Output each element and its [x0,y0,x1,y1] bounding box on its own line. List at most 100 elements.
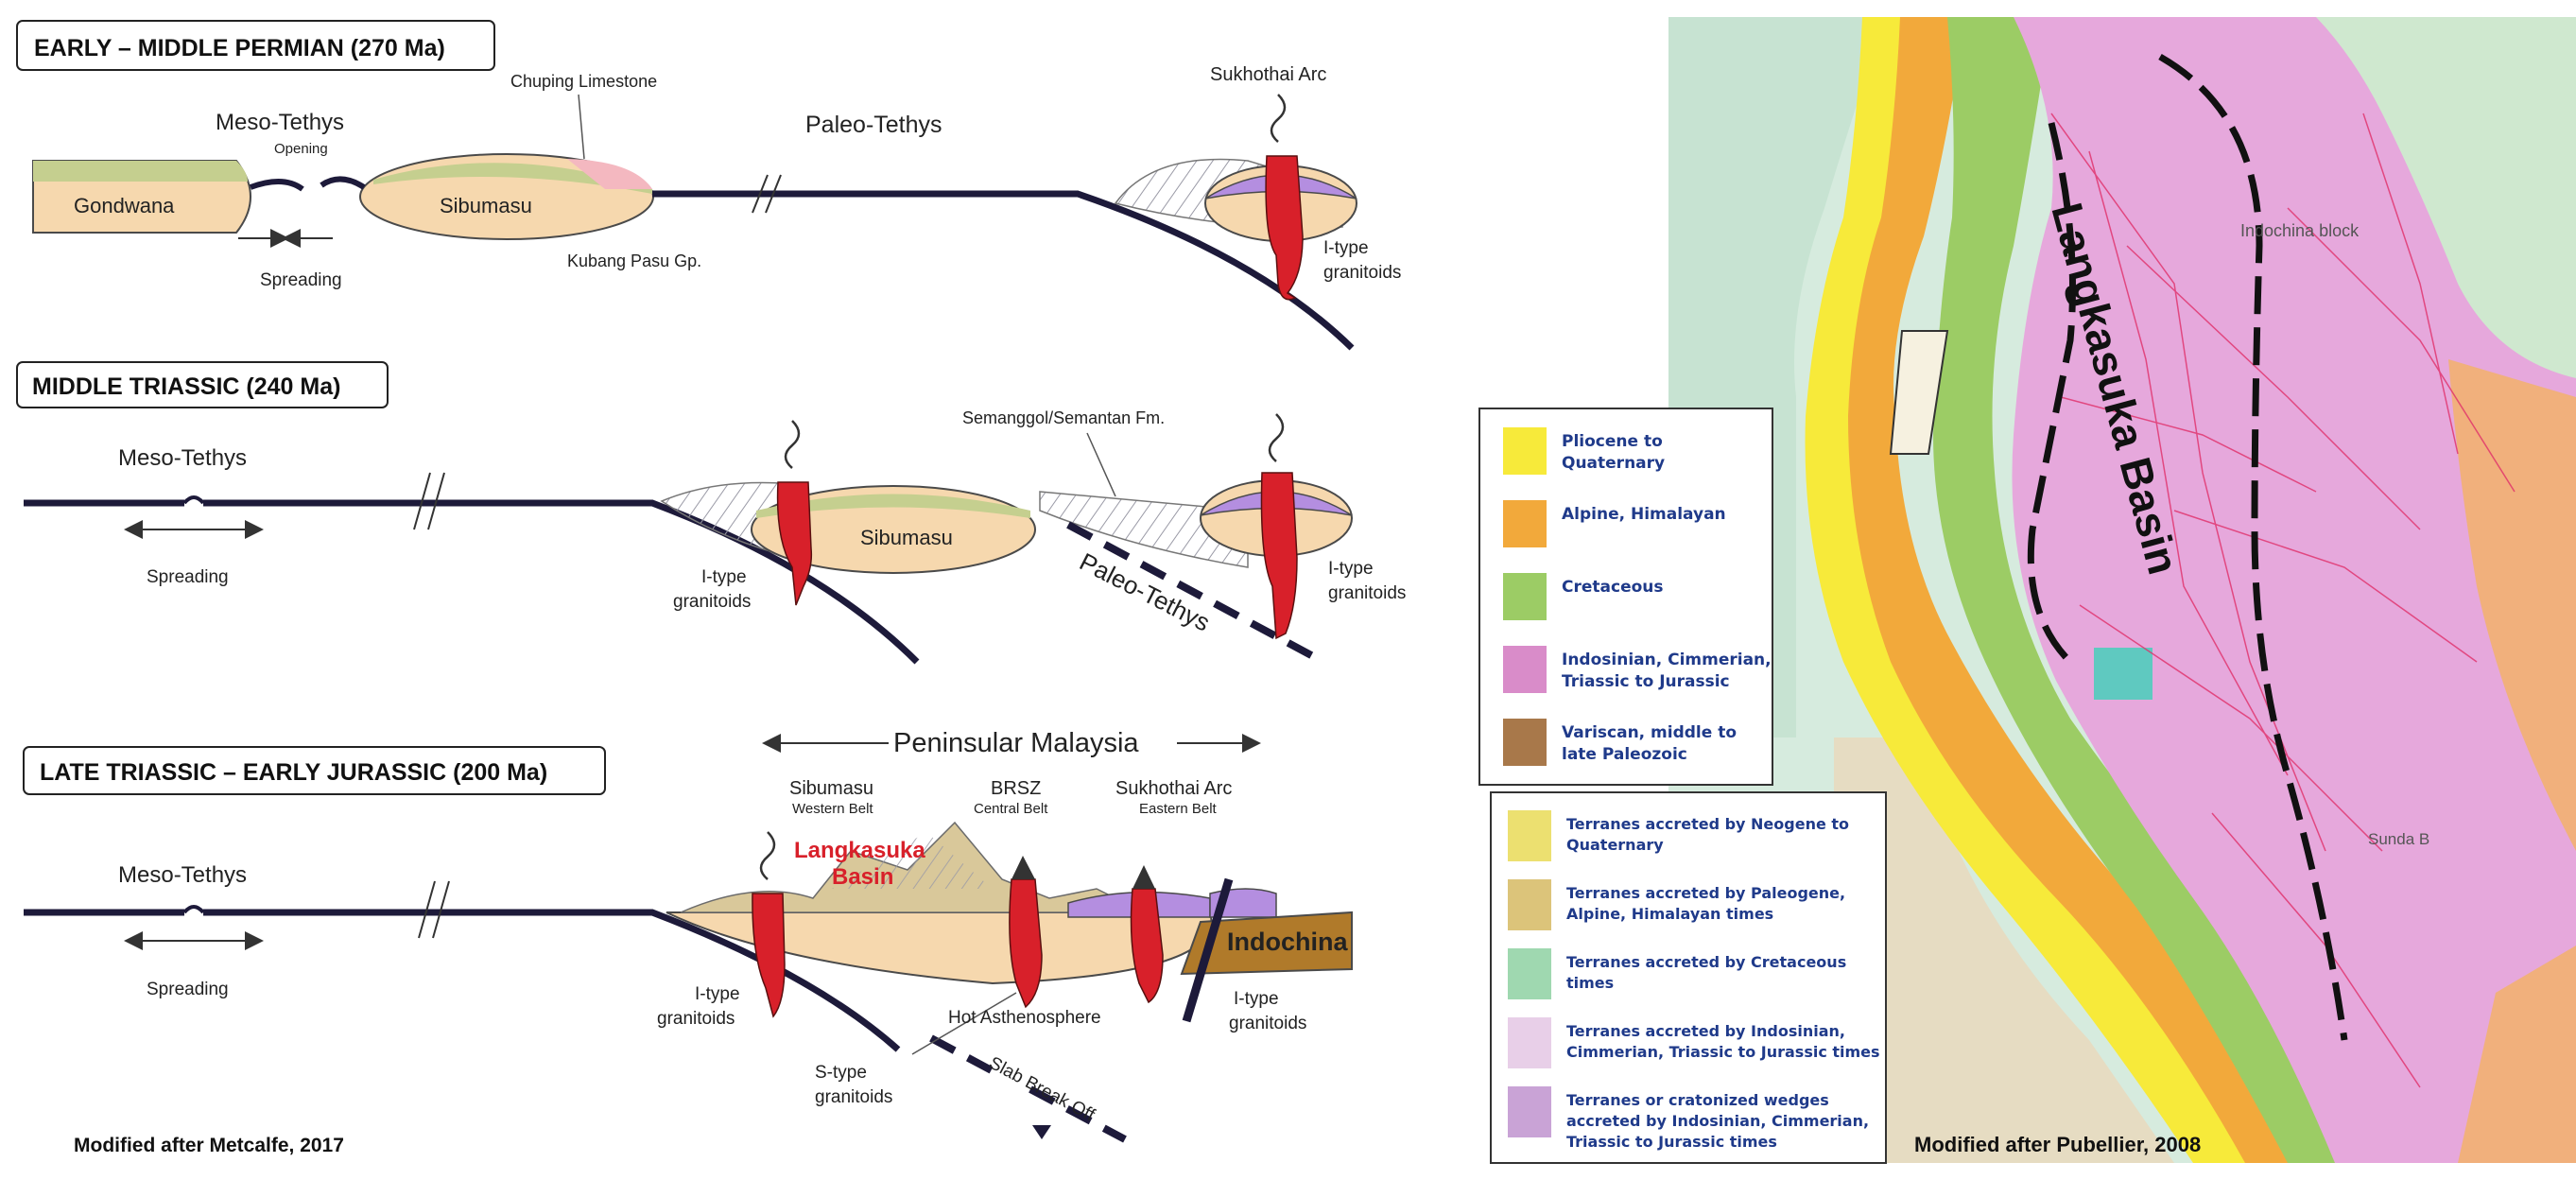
slab-break-off [929,1034,1127,1143]
leader-line [578,94,585,160]
unit-cretaceous-terrane [2316,17,2576,378]
peninsular-malaysia-label: Peninsular Malaysia [893,728,1139,758]
granitoid-intrusion [1260,472,1298,640]
break-mark [765,174,782,214]
legend-swatch [1503,500,1547,547]
legend-label: Quaternary [1566,836,1664,854]
granitoids-label: I-type [1328,559,1374,579]
legend-bottom: Terranes accreted by Neogene toQuaternar… [1490,791,1887,1164]
hot-asthenosphere-label: Hot Asthenosphere [948,1008,1101,1028]
peninsular-crust [666,911,1213,985]
break-mark [413,472,431,530]
legend-label: late Paleozoic [1562,745,1687,764]
gondwana-label: Gondwana [74,194,175,217]
stage-title-box [23,746,606,795]
volcanic-plume-icon [1268,413,1285,462]
legend-label: Cretaceous [1562,578,1664,597]
meso-tethys-plate [24,909,901,1052]
break-mark [432,880,450,939]
leader-line [911,992,1017,1055]
granitoids-label: granitoids [1328,583,1406,603]
semanggol-label: Semanggol/Semantan Fm. [962,408,1165,427]
sibumasu-label: Sibumasu [860,526,953,549]
legend-label: accreted by Indosinian, Cimmerian, [1566,1112,1869,1130]
legend-label: Cimmerian, Triassic to Jurassic times [1566,1043,1880,1061]
indochina-block [1180,911,1353,976]
legend-swatch [1503,573,1547,620]
meso-tethys-label: Meso-Tethys [216,110,344,135]
unit-cretaceous [1933,17,2354,1163]
intrusion-patch [2094,648,2152,700]
legend-label: Terranes accreted by Cretaceous [1566,953,1846,971]
break-mark [752,174,769,214]
langkasuka-label: Langkasuka [794,838,925,863]
legend-swatch [1508,1086,1551,1137]
legend-label: Alpine, Himalayan [1562,505,1726,524]
slab-arrow [1032,1125,1051,1139]
fold-belt [832,832,993,889]
unit-pliocene-quaternary [1805,17,2269,1163]
granitoid-intrusion [1009,878,1043,1009]
opening-label: Opening [274,141,328,157]
western-belt-label: Western Belt [792,801,873,817]
stage-jurassic: LATE TRIASSIC – EARLY JURASSIC (200 Ma) … [23,728,1353,1143]
indochina-label: Indochina [1227,928,1348,956]
unit-alpine-south [2458,946,2576,1163]
granitoids-label: I-type [1323,238,1369,258]
pubellier-credit: Modified after Pubellier, 2008 [1914,1133,2201,1156]
basin-boundary-east [2158,53,2348,1041]
sibumasu-label: Sibumasu [440,194,532,217]
legend-label: Alpine, Himalayan times [1566,905,1773,923]
sukhothai-arc-label: Sukhothai Arc [1210,64,1326,85]
stage-title-box [16,20,495,71]
legend-swatch [1508,948,1551,999]
unit-alpine-east [2448,359,2576,851]
terrane-paleogene [1834,738,2174,1163]
break-mark [418,880,436,939]
stage-triassic: MIDDLE TRIASSIC (240 Ma) Sibumasu Meso-T… [16,361,1406,666]
unit-indosinian [2012,17,2576,1163]
meso-tethys-label: Meso-Tethys [118,445,247,471]
stype-label: granitoids [815,1087,892,1107]
eastern-belt-label: Eastern Belt [1139,801,1218,817]
chuping-label: Chuping Limestone [510,72,657,91]
accretionary-wedge [1039,491,1249,568]
legend-swatch [1508,1017,1551,1068]
volcanic-plume-icon [759,831,776,880]
granitoids-label: granitoids [673,592,751,612]
leader-line [1086,432,1116,497]
legend-label: Terranes or cratonized wedges [1566,1091,1829,1109]
central-belt-label: Central Belt [974,801,1048,817]
volcanic-cone [1132,865,1155,889]
indochina-block-label: Indochina block [2240,221,2360,240]
itype-label: granitoids [1229,1014,1306,1033]
legend-label: Terranes accreted by Indosinian, [1566,1022,1845,1040]
geologic-map: Langkasuka Basin Indochina block Sunda B… [1668,17,2576,1163]
paleo-tethys-plate [652,190,1355,351]
metcalfe-credit: Modified after Metcalfe, 2017 [74,1135,344,1156]
itype-label: granitoids [657,1009,735,1029]
stage-title: LATE TRIASSIC – EARLY JURASSIC (200 Ma) [40,759,547,786]
granitoid-intrusion [752,893,786,1018]
legend-label: Terranes accreted by Paleogene, [1566,884,1845,902]
volcanic-plume-icon [784,420,801,469]
meso-tethys-label: Meso-Tethys [118,862,247,888]
legend-label: Variscan, middle to [1562,723,1737,742]
ridge [182,495,205,505]
legend-label: Pliocene to [1562,432,1663,451]
volcanic-plume-icon [1270,94,1287,143]
itype-label: I-type [1234,989,1279,1009]
sibumasu-sediment [373,163,652,194]
sibumasu-label: Sibumasu [789,778,873,799]
legend-label: Quaternary [1562,454,1665,473]
legend-swatch [1508,810,1551,861]
itype-label: I-type [695,984,740,1004]
granitoid-intrusion [776,481,813,606]
spreading-label: Spreading [147,980,229,999]
break-mark [427,472,445,530]
suture [1182,877,1234,1023]
granitoids-label: granitoids [1323,263,1401,283]
kubang-pasu-label: Kubang Pasu Gp. [567,252,701,270]
